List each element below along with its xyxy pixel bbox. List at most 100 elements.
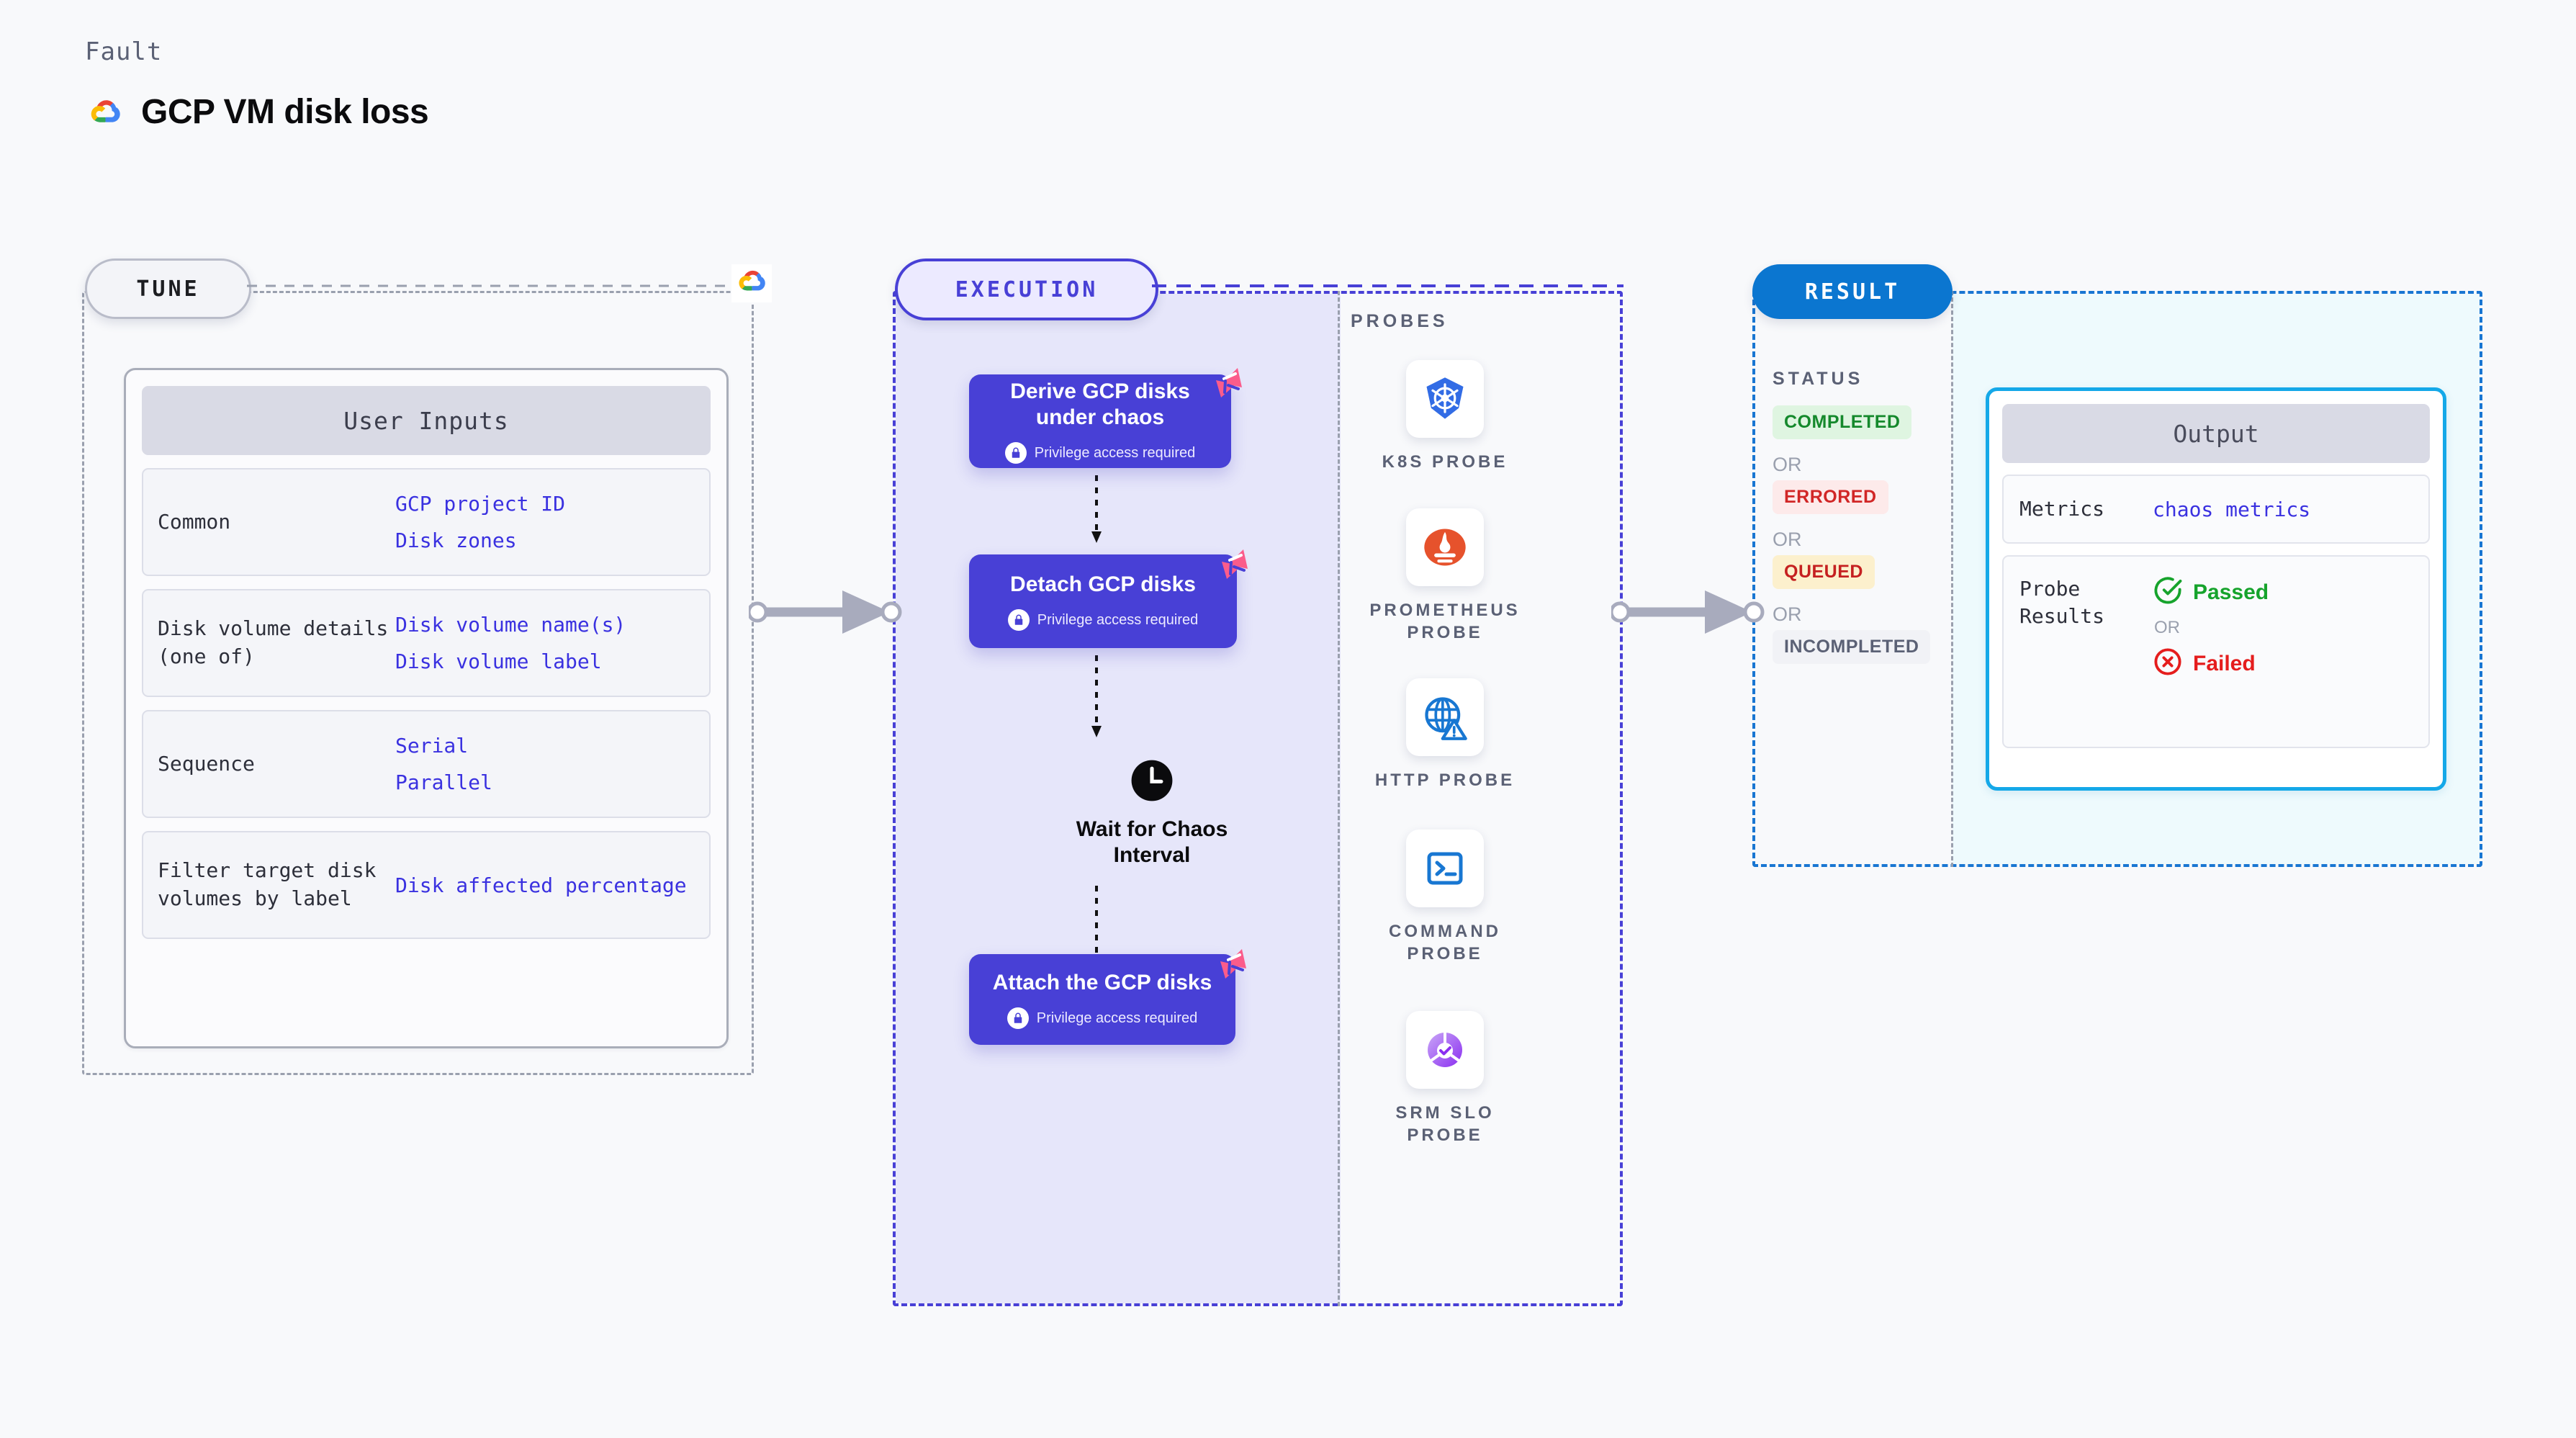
privilege-note: Privilege access required bbox=[1006, 1007, 1198, 1029]
chaos-badge-icon bbox=[1212, 945, 1250, 986]
status-column: STATUS COMPLETED OR ERRORED OR QUEUED OR… bbox=[1773, 369, 1945, 664]
or-separator: OR bbox=[1773, 603, 1802, 625]
user-input-row[interactable]: Common GCP project ID Disk zones bbox=[142, 468, 711, 576]
or-separator: OR bbox=[1773, 529, 1802, 550]
wait-for-chaos-interval-node: Wait for Chaos Interval bbox=[1048, 758, 1256, 868]
prometheus-icon bbox=[1406, 508, 1484, 586]
privilege-note-text: Privilege access required bbox=[1037, 611, 1199, 628]
kubernetes-icon bbox=[1406, 360, 1484, 438]
tune-header-dashed-line bbox=[247, 284, 732, 287]
status-badge-queued[interactable]: QUEUED bbox=[1773, 555, 1875, 589]
lock-icon bbox=[1007, 609, 1030, 631]
probe-label: SRM SLO PROBE bbox=[1395, 1103, 1495, 1146]
user-input-values: GCP project ID Disk zones bbox=[395, 491, 565, 553]
check-circle-icon bbox=[2153, 575, 2183, 609]
wait-for-chaos-interval-label: Wait for Chaos Interval bbox=[1076, 817, 1228, 867]
execution-step-title: Derive GCP disks under chaos bbox=[1010, 379, 1190, 429]
probe-item[interactable]: K8S PROBE bbox=[1355, 360, 1535, 473]
tune-stage-label: TUNE bbox=[136, 276, 200, 302]
output-probe-results-row: Probe Results Passed OR bbox=[2002, 555, 2430, 748]
status-badge-completed[interactable]: COMPLETED bbox=[1773, 405, 1912, 439]
user-input-key: Filter target disk volumes by label bbox=[158, 858, 377, 910]
x-circle-icon bbox=[2153, 647, 2183, 680]
user-input-key: Common bbox=[158, 509, 231, 534]
title-row: GCP VM disk loss bbox=[85, 92, 429, 132]
user-input-values: Serial Parallel bbox=[395, 733, 492, 795]
user-input-value[interactable]: Parallel bbox=[395, 770, 492, 794]
tune-stage-container bbox=[82, 291, 754, 1075]
result-stage-label: RESULT bbox=[1804, 279, 1901, 305]
user-input-row[interactable]: Sequence Serial Parallel bbox=[142, 710, 711, 818]
status-badge-incompleted[interactable]: INCOMPLETED bbox=[1773, 630, 1931, 664]
clock-icon bbox=[1130, 760, 1174, 806]
user-input-value[interactable]: GCP project ID bbox=[395, 492, 566, 516]
user-input-value[interactable]: Disk volume label bbox=[395, 650, 602, 673]
srm-slo-icon bbox=[1406, 1011, 1484, 1089]
user-inputs-card: User Inputs Common GCP project ID Disk z… bbox=[124, 368, 729, 1048]
probe-item[interactable]: SRM SLO PROBE bbox=[1355, 1011, 1535, 1146]
user-input-value[interactable]: Disk affected percentage bbox=[395, 873, 687, 897]
execution-step-card[interactable]: Detach GCP disks Privilege access requir… bbox=[969, 554, 1237, 648]
http-globe-icon bbox=[1406, 678, 1484, 756]
execution-stage-label: EXECUTION bbox=[955, 277, 1099, 302]
privilege-note: Privilege access required bbox=[1004, 442, 1196, 464]
probe-label: COMMAND PROBE bbox=[1389, 922, 1501, 964]
probe-label: PROMETHEUS PROBE bbox=[1369, 601, 1521, 643]
page-header: Fault GCP VM disk loss bbox=[85, 37, 429, 132]
or-separator: OR bbox=[1773, 454, 1802, 475]
result-divider bbox=[1951, 291, 1953, 867]
output-title: Output bbox=[2002, 404, 2430, 463]
execution-stage-pill[interactable]: EXECUTION bbox=[895, 259, 1158, 320]
probe-results-values: Passed OR Failed bbox=[2153, 575, 2269, 680]
probe-result-failed-label: Failed bbox=[2193, 651, 2256, 675]
privilege-note-text: Privilege access required bbox=[1036, 1010, 1198, 1026]
user-input-values: Disk affected percentage bbox=[395, 873, 687, 898]
execution-step-title: Attach the GCP disks bbox=[992, 971, 1212, 994]
user-inputs-title: User Inputs bbox=[142, 386, 711, 455]
execution-flow-arrow bbox=[1091, 475, 1102, 543]
user-input-value[interactable]: Disk zones bbox=[395, 529, 517, 552]
execution-step-title: Detach GCP disks bbox=[1010, 572, 1196, 596]
fault-kicker: Fault bbox=[85, 37, 163, 66]
output-card: Output Metrics chaos metrics Probe Resul… bbox=[1986, 387, 2446, 791]
probe-result-failed: Failed bbox=[2153, 647, 2269, 680]
user-input-value[interactable]: Serial bbox=[395, 734, 469, 758]
probe-label: K8S PROBE bbox=[1382, 452, 1508, 472]
user-input-row[interactable]: Disk volume details (one of) Disk volume… bbox=[142, 589, 711, 697]
tune-stage-pill[interactable]: TUNE bbox=[85, 259, 251, 319]
probe-label: HTTP PROBE bbox=[1374, 770, 1516, 790]
probes-divider bbox=[1338, 291, 1340, 1306]
probes-heading: PROBES bbox=[1351, 311, 1449, 331]
status-badge-errored[interactable]: ERRORED bbox=[1773, 480, 1888, 514]
lock-icon bbox=[1006, 1007, 1029, 1029]
execution-flow-arrow bbox=[1091, 655, 1102, 737]
execution-dashed-line bbox=[1152, 284, 1623, 287]
terminal-icon bbox=[1406, 830, 1484, 907]
probe-item[interactable]: COMMAND PROBE bbox=[1355, 830, 1535, 965]
probe-item[interactable]: HTTP PROBE bbox=[1355, 678, 1535, 791]
probe-item[interactable]: PROMETHEUS PROBE bbox=[1355, 508, 1535, 644]
result-stage-container bbox=[1752, 291, 2482, 867]
user-input-key: Sequence bbox=[158, 751, 255, 776]
user-input-key: Disk volume details (one of) bbox=[158, 616, 389, 668]
execution-step-card[interactable]: Attach the GCP disks Privilege access re… bbox=[969, 954, 1235, 1045]
user-input-values: Disk volume name(s) Disk volume label bbox=[395, 612, 626, 674]
gcp-cloud-logo-icon-tune bbox=[731, 264, 772, 302]
connector-execution-to-result bbox=[1611, 590, 1765, 634]
execution-step-card[interactable]: Derive GCP disks under chaos Privilege a… bbox=[969, 374, 1231, 468]
page-title: GCP VM disk loss bbox=[141, 93, 429, 131]
output-probe-results-key: Probe Results bbox=[2019, 577, 2105, 628]
user-input-row[interactable]: Filter target disk volumes by label Disk… bbox=[142, 831, 711, 939]
lock-icon bbox=[1004, 442, 1027, 464]
result-stage-pill[interactable]: RESULT bbox=[1752, 264, 1953, 319]
user-input-value[interactable]: Disk volume name(s) bbox=[395, 613, 626, 637]
output-metrics-key: Metrics bbox=[2019, 497, 2105, 521]
output-metrics-row[interactable]: Metrics chaos metrics bbox=[2002, 475, 2430, 544]
or-separator: OR bbox=[2154, 618, 2180, 637]
chaos-badge-icon bbox=[1208, 364, 1246, 405]
probe-result-passed: Passed bbox=[2153, 575, 2269, 609]
execution-stage-container bbox=[893, 291, 1623, 1306]
connector-tune-to-execution bbox=[749, 590, 902, 634]
output-metrics-value[interactable]: chaos metrics bbox=[2153, 497, 2311, 521]
privilege-note-text: Privilege access required bbox=[1034, 444, 1196, 461]
